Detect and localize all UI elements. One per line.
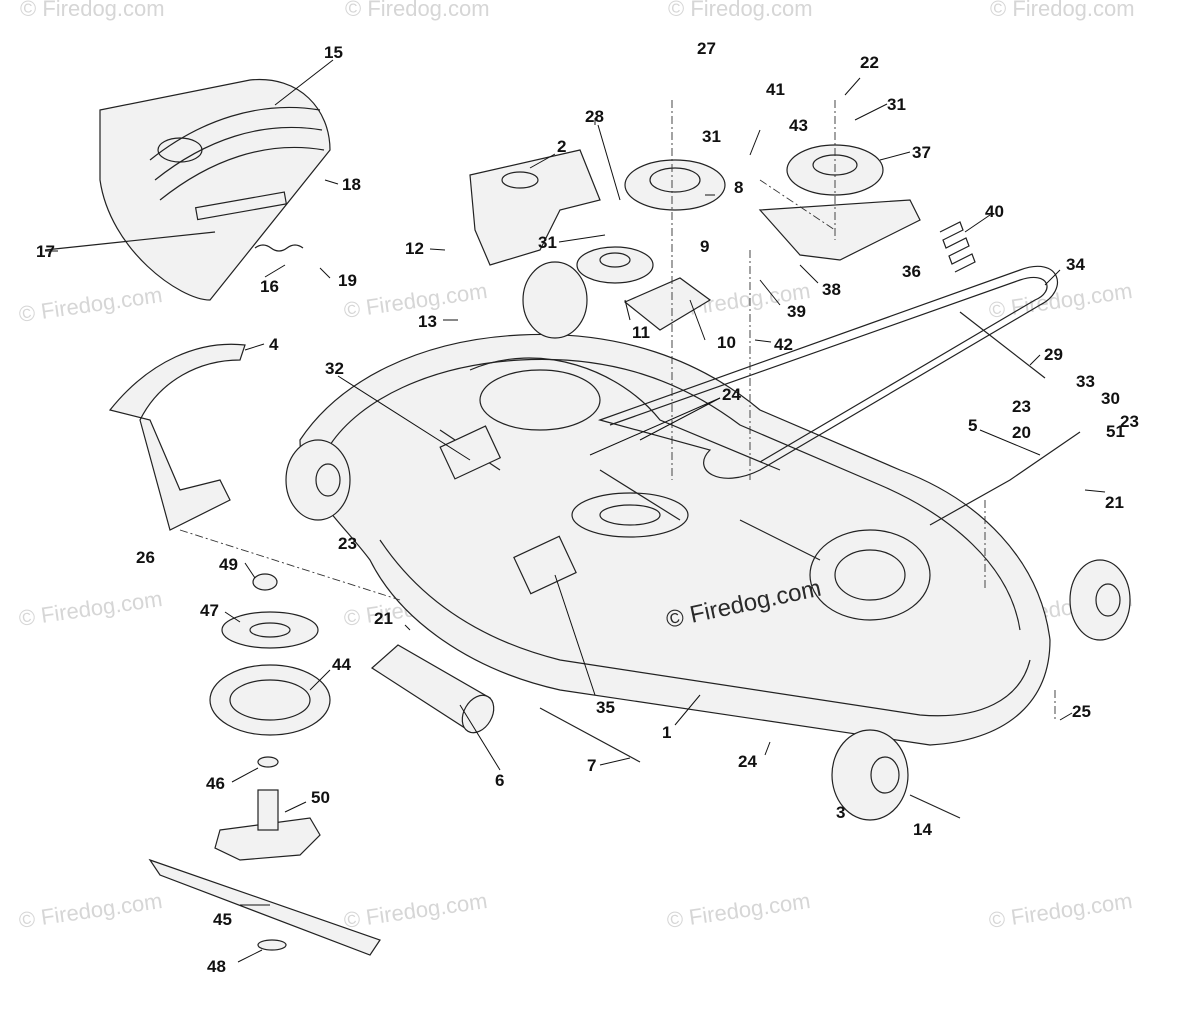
callout-16: 16: [260, 277, 279, 296]
mount-plate: [758, 199, 921, 261]
idler-bracket: [469, 149, 601, 266]
callout-30: 30: [1101, 389, 1120, 408]
callout-49: 49: [219, 555, 238, 574]
callout-2: 2: [557, 137, 566, 156]
callout-35: 35: [596, 698, 615, 717]
callout-31: 31: [887, 95, 906, 114]
callout-47: 47: [200, 601, 219, 620]
deflector: [108, 343, 246, 531]
callout-8: 8: [734, 178, 743, 197]
callout-38: 38: [822, 280, 841, 299]
callout-45: 45: [213, 910, 232, 929]
callout-34: 34: [1066, 255, 1085, 274]
watermark: © Firedog.com: [987, 278, 1134, 323]
callout-46: 46: [206, 774, 225, 793]
callout-9: 9: [700, 237, 709, 256]
callout-33: 33: [1076, 372, 1095, 391]
callout-24: 24: [738, 752, 757, 771]
callout-31: 31: [702, 127, 721, 146]
spindle-assembly: [148, 756, 381, 956]
callout-25: 25: [1072, 702, 1091, 721]
callout-31: 31: [538, 233, 557, 252]
callout-3: 3: [836, 803, 845, 822]
watermark: © Firedog.com: [342, 278, 489, 323]
callout-23: 23: [338, 534, 357, 553]
callout-26: 26: [136, 548, 155, 567]
watermark: © Firedog.com: [20, 0, 165, 21]
callout-20: 20: [1012, 423, 1031, 442]
callout-10: 10: [717, 333, 736, 352]
callout-51: 51: [1106, 422, 1125, 441]
callout-13: 13: [418, 312, 437, 331]
callout-43: 43: [789, 116, 808, 135]
lift-link: [929, 431, 1081, 526]
callout-42: 42: [774, 335, 793, 354]
watermark: © Firedog.com: [17, 888, 164, 933]
leader-lines: [45, 59, 1106, 963]
watermark: © Firedog.com: [17, 282, 164, 327]
callout-22: 22: [860, 53, 879, 72]
assembly-lines: [179, 100, 1056, 720]
watermark: © Firedog.com: [17, 586, 164, 631]
callout-50: 50: [311, 788, 330, 807]
shield-plate: [623, 277, 712, 331]
spring: [939, 221, 976, 273]
wheel-bolt: [909, 794, 961, 819]
watermark: © Firedog.com: [342, 888, 489, 933]
watermark: © Firedog.com: [990, 0, 1135, 21]
callout-5: 5: [968, 416, 977, 435]
callout-28: 28: [585, 107, 604, 126]
axle-rod: [539, 707, 641, 763]
callout-21: 21: [374, 609, 393, 628]
callout-24: 24: [722, 385, 741, 404]
callout-44: 44: [332, 655, 351, 674]
callout-7: 7: [587, 756, 596, 775]
callout-29: 29: [1044, 345, 1063, 364]
callout-19: 19: [338, 271, 357, 290]
callout-37: 37: [912, 143, 931, 162]
callout-4: 4: [269, 335, 279, 354]
wheels: [285, 261, 1131, 821]
callout-23: 23: [1012, 397, 1031, 416]
callout-14: 14: [913, 820, 932, 839]
pulley-group: [209, 144, 884, 736]
watermark: © Firedog.com: [668, 0, 813, 21]
callout-21: 21: [1105, 493, 1124, 512]
callout-32: 32: [325, 359, 344, 378]
callout-6: 6: [495, 771, 504, 790]
callout-11: 11: [632, 323, 650, 342]
mower-deck: [299, 333, 1051, 746]
callout-1: 1: [662, 723, 671, 742]
rod: [959, 311, 1046, 379]
callout-23: 23: [1120, 412, 1139, 431]
callout-17: 17: [36, 242, 55, 261]
watermark: © Firedog.com: [665, 888, 812, 933]
watermark: © Firedog.com: [987, 888, 1134, 933]
callout-15: 15: [324, 43, 343, 62]
callout-36: 36: [902, 262, 921, 281]
callout-27: 27: [697, 39, 716, 58]
drive-belt: [598, 265, 1058, 479]
discharge-chute: [99, 78, 331, 301]
callout-48: 48: [207, 957, 226, 976]
callout-40: 40: [985, 202, 1004, 221]
callout-18: 18: [342, 175, 361, 194]
callout-12: 12: [405, 239, 424, 258]
watermark: © Firedog.com: [345, 0, 490, 21]
callout-39: 39: [787, 302, 806, 321]
callout-41: 41: [766, 80, 785, 99]
callout-labels: 15 18 17 16 19 4 26 49 47 44 46 50 45 48…: [36, 39, 1139, 976]
